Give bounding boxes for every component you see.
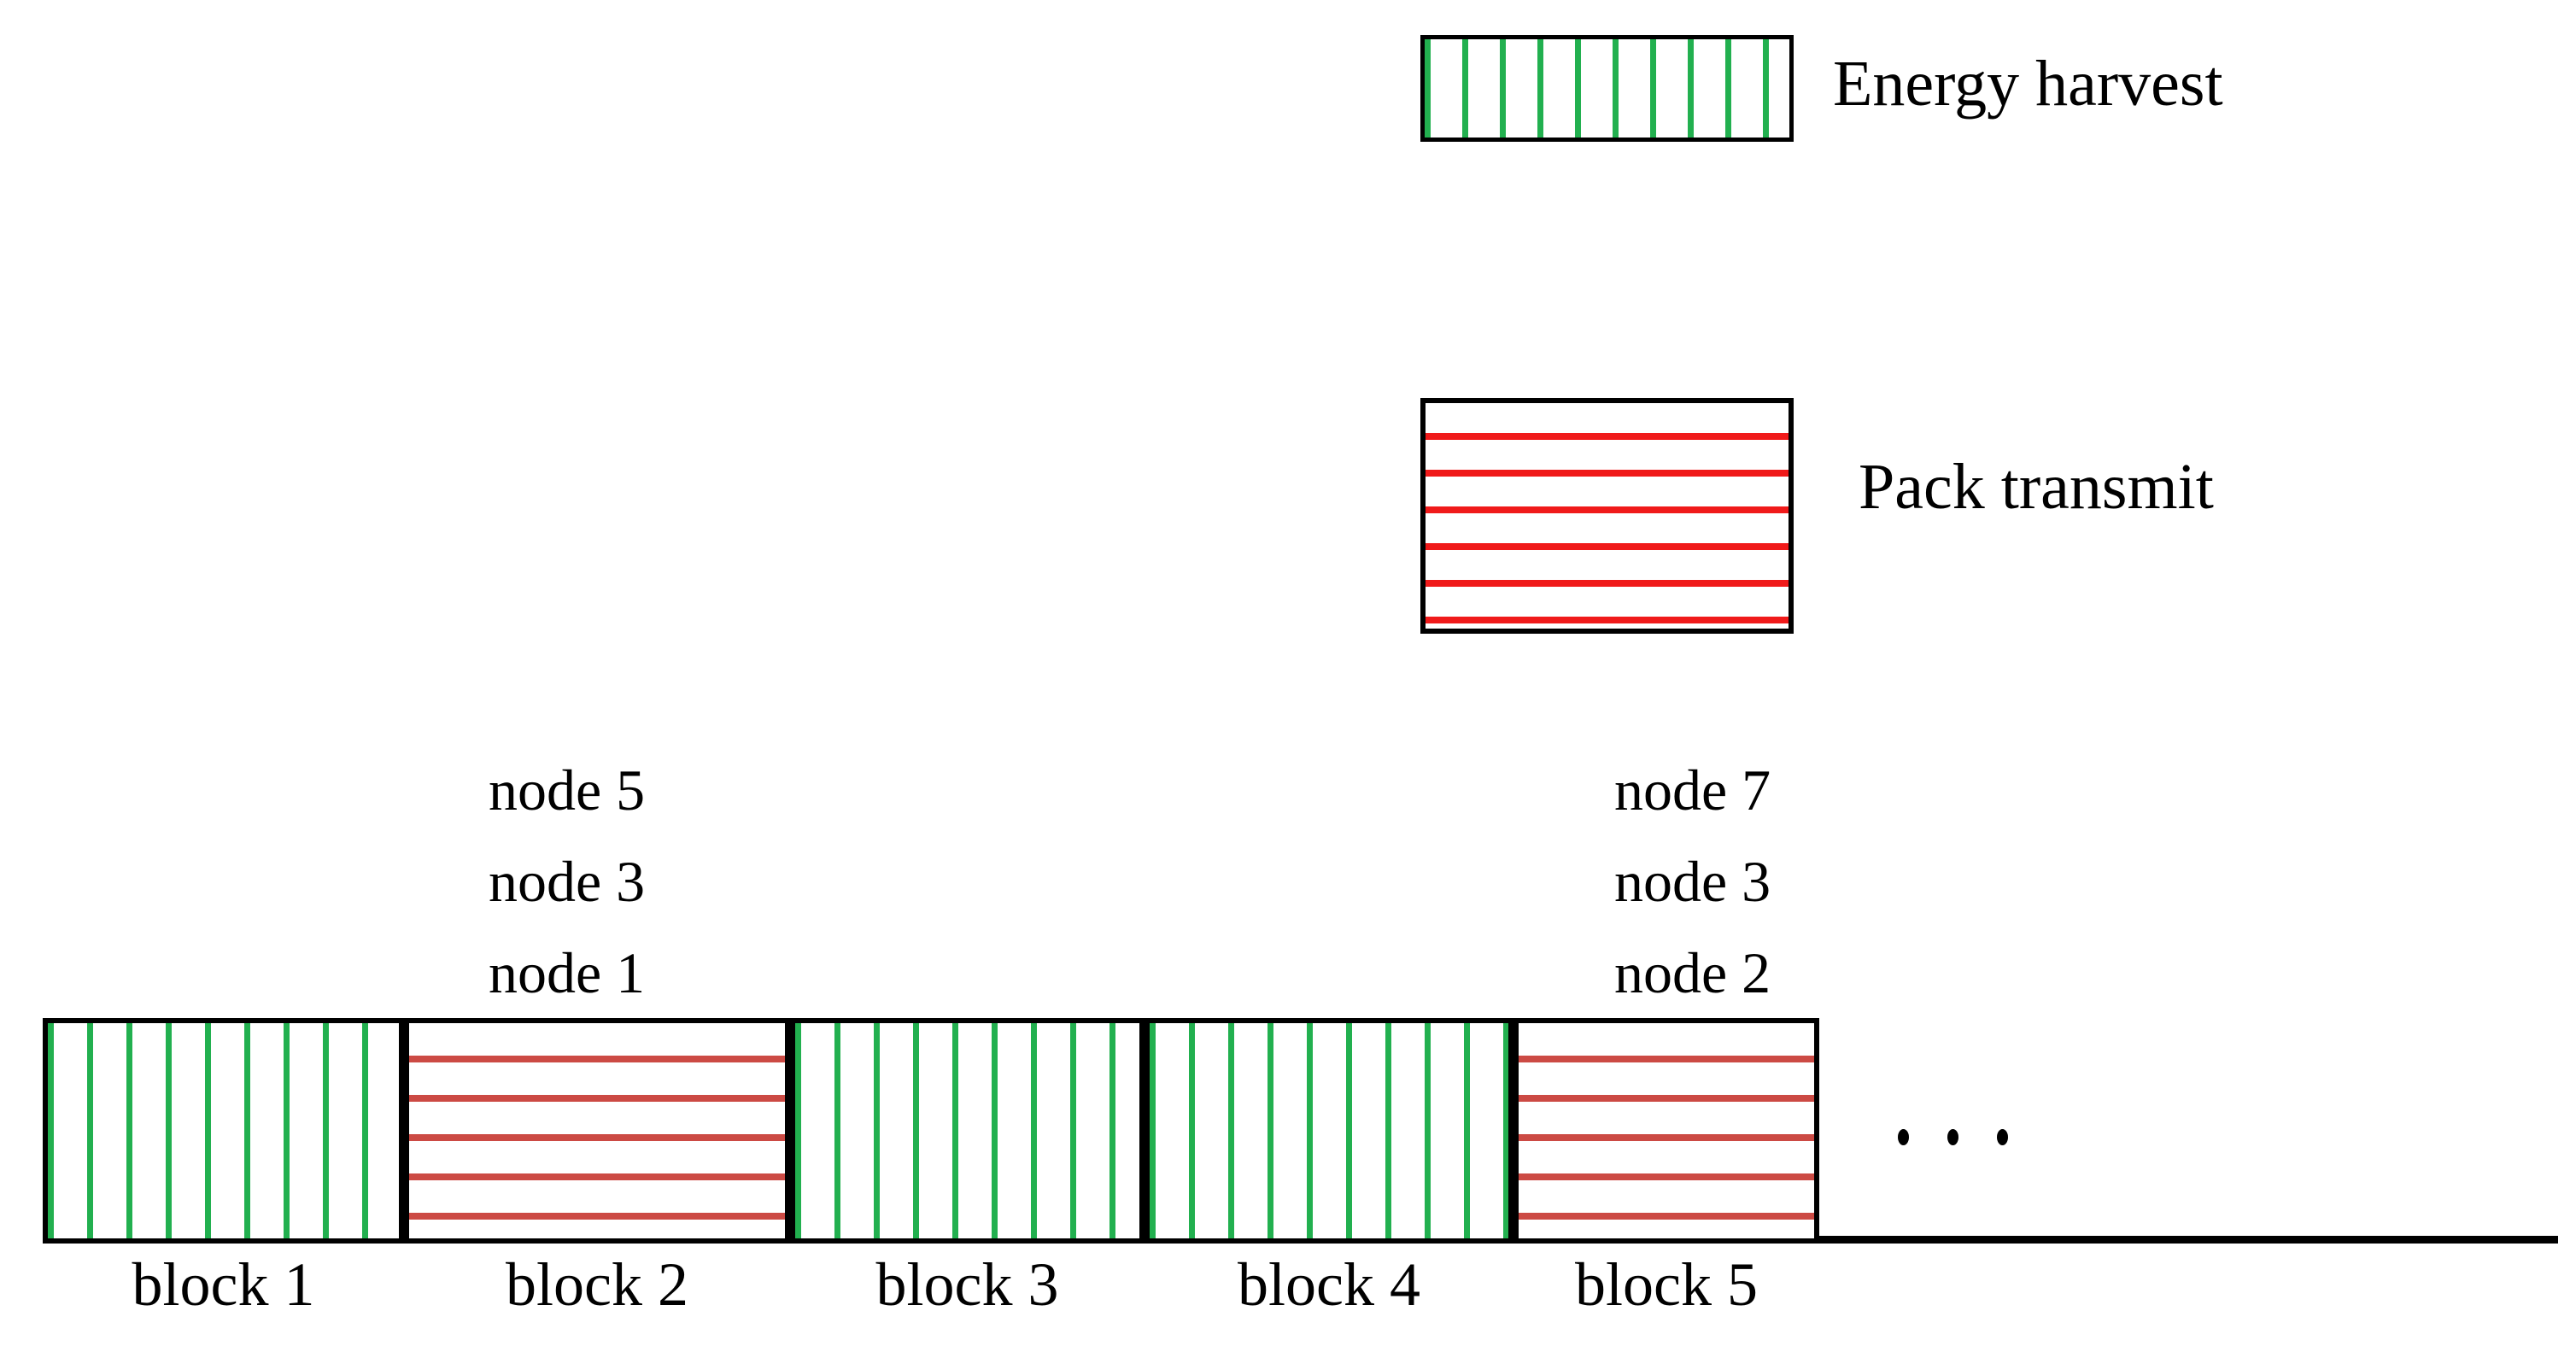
block-caption-2: block 2	[506, 1250, 688, 1319]
timeline-block-4	[1145, 1018, 1513, 1244]
legend-label-pack-transmit: Pack transmit	[1859, 451, 2214, 523]
node-label: node 3	[489, 849, 646, 914]
block-caption-4: block 4	[1238, 1250, 1420, 1319]
block-caption-5: block 5	[1575, 1250, 1758, 1319]
ellipsis-dot	[1898, 1129, 1909, 1145]
node-label-group-block-2: node 5 node 3 node 1	[489, 745, 645, 1019]
node-label: node 2	[1614, 940, 1771, 1005]
timeline-block-5	[1513, 1018, 1819, 1244]
legend-label-energy-harvest: Energy harvest	[1833, 48, 2223, 120]
node-label: node 1	[489, 940, 646, 1005]
legend-swatch-energy-harvest	[1420, 35, 1794, 142]
block-caption-3: block 3	[875, 1250, 1059, 1319]
timeline-block-3	[790, 1018, 1145, 1244]
ellipsis-continuation	[1898, 1129, 2009, 1163]
node-label: node 7	[1614, 758, 1771, 822]
timeline-block-1	[43, 1018, 404, 1244]
node-label: node 3	[1614, 849, 1771, 914]
timeline-axis-line	[1816, 1236, 2558, 1244]
node-label-group-block-5: node 7 node 3 node 2	[1614, 745, 1771, 1019]
ellipsis-dot	[1947, 1129, 1958, 1145]
node-label: node 5	[489, 758, 646, 822]
block-caption-1: block 1	[132, 1250, 315, 1319]
legend-swatch-pack-transmit	[1420, 398, 1794, 634]
ellipsis-dot	[1997, 1129, 2008, 1145]
timeline-block-2	[404, 1018, 790, 1244]
